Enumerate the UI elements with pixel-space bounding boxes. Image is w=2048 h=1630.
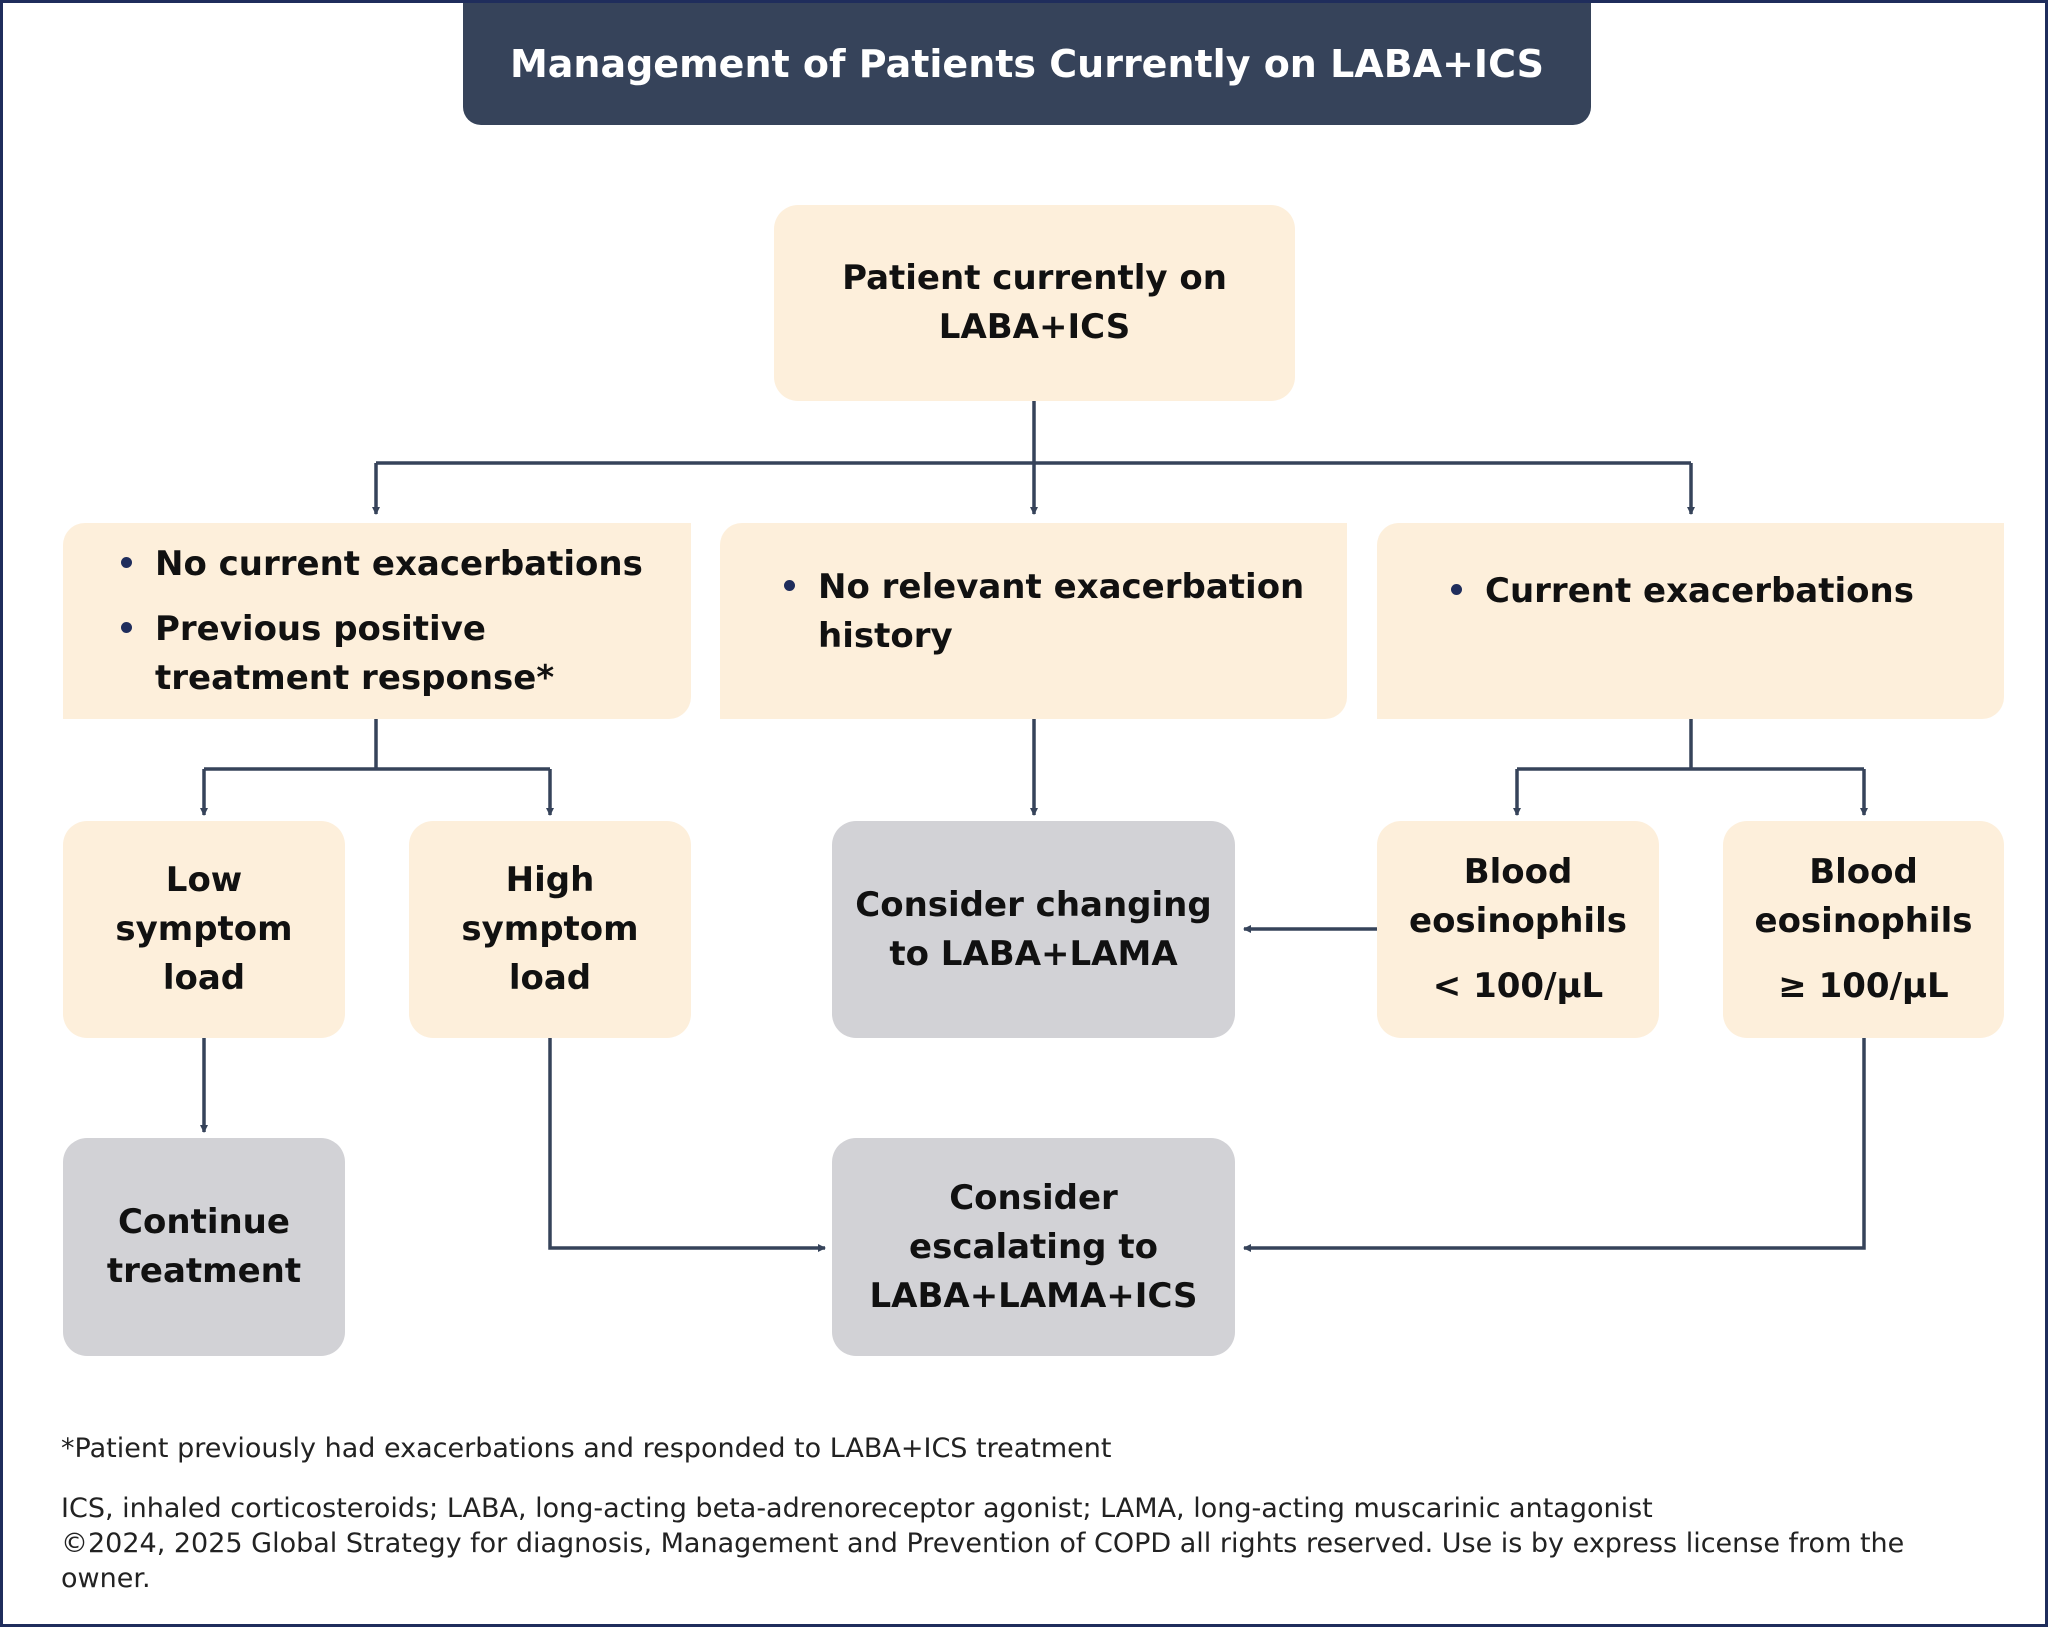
change-line-1: Consider changing [855,884,1212,925]
eos-low-line-3: < 100/μL [1432,966,1604,1006]
low-symptom-line-1: Low [165,860,243,900]
condition-middle-item-1: No relevant exacerbation history [778,563,1307,661]
page-title: Management of Patients Currently on LABA… [509,42,1545,86]
eos-low-box: Blood eosinophils < 100/μL [1377,821,1659,1038]
eos-low-line-1: Blood [1463,852,1573,892]
copyright: ©2024, 2025 Global Strategy for diagnosi… [61,1528,1905,1594]
start-box: Patient currently on LABA+ICS [774,205,1295,401]
high-symptom-box: High symptom load [409,821,691,1038]
low-symptom-line-2: symptom [115,909,293,949]
escalate-triple-box: Consider escalating to LABA+LAMA+ICS [832,1138,1235,1356]
change-line-2: to LABA+LAMA [889,933,1178,974]
abbreviations: ICS, inhaled corticosteroids; LABA, long… [61,1493,1653,1524]
low-symptom-box: Low symptom load [63,821,345,1038]
high-symptom-line-1: High [505,860,595,900]
eos-high-line-1: Blood [1809,852,1918,892]
low-symptom-line-3: load [162,958,246,998]
condition-box-left: No current exacerbations Previous positi… [63,523,691,719]
condition-left-item-1: No current exacerbations [115,540,651,589]
eos-high-line-3: ≥ 100/μL [1778,966,1949,1006]
condition-box-right: Current exacerbations [1377,523,2004,719]
condition-left-item-2: Previous positive treatment response* [115,605,651,703]
condition-box-middle: No relevant exacerbation history [720,523,1347,719]
footnote: *Patient previously had exacerbations an… [61,1433,1112,1464]
condition-right-list: Current exacerbations [1445,567,1914,616]
condition-left-list: No current exacerbations Previous positi… [115,540,651,703]
continue-treatment-box: Continue treatment [63,1138,345,1356]
escalate-line-1: Consider [949,1177,1118,1218]
high-symptom-line-3: load [508,958,592,998]
escalate-line-3: LABA+LAMA+ICS [869,1275,1198,1316]
arrow-high-to-escalate [548,1038,826,1252]
connector-left-trunk [204,719,550,771]
condition-right-item-1: Current exacerbations [1445,567,1914,616]
start-line-1: Patient currently on [842,258,1227,298]
continue-line-2: treatment [106,1251,302,1291]
change-laba-lama-box: Consider changing to LABA+LAMA [832,821,1235,1038]
eos-low-line-2: eosinophils [1409,901,1627,941]
continue-line-1: Continue [118,1202,290,1242]
eos-high-line-2: eosinophils [1754,901,1973,941]
start-line-2: LABA+ICS [938,307,1131,347]
eos-high-box: Blood eosinophils ≥ 100/μL [1723,821,2004,1038]
condition-middle-list: No relevant exacerbation history [778,563,1307,661]
arrow-eos-high-to-escalate [1243,1038,1866,1252]
connectors [200,401,1868,1252]
high-symptom-line-2: symptom [461,909,639,949]
connector-right-trunk [1517,719,1864,771]
title-bar: Management of Patients Currently on LABA… [463,3,1591,125]
escalate-line-2: escalating to [909,1226,1158,1267]
